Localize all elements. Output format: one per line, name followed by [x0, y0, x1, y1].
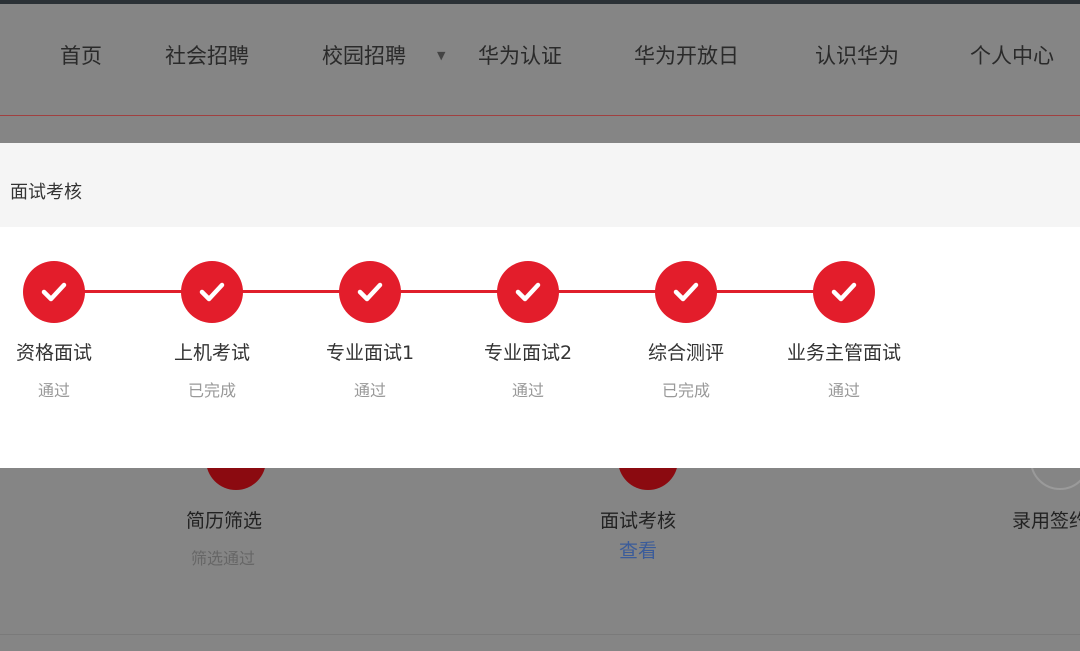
nav-social-recruit[interactable]: 社会招聘 — [165, 44, 249, 68]
progress-line — [54, 290, 844, 293]
check-icon — [655, 261, 717, 323]
nav-about[interactable]: 认识华为 — [815, 44, 899, 68]
chevron-down-icon[interactable]: ▼ — [437, 49, 446, 62]
bg-step-label: 面试考核 — [599, 510, 677, 532]
divider — [0, 634, 1080, 635]
check-icon — [181, 261, 243, 323]
main-nav: 首页 社会招聘 校园招聘 ▼ 华为认证 华为开放日 认识华为 个人中心 — [0, 38, 1080, 74]
top-bar — [0, 0, 1080, 4]
bg-step-status: 筛选通过 — [190, 549, 256, 568]
modal-title: 面试考核 — [0, 143, 1080, 227]
step-status: 已完成 — [187, 381, 237, 400]
nav-open-day[interactable]: 华为开放日 — [634, 44, 739, 68]
nav-home[interactable]: 首页 — [60, 44, 102, 68]
step-status: 已完成 — [661, 381, 711, 400]
step-label: 业务主管面试 — [786, 342, 902, 364]
check-icon — [497, 261, 559, 323]
view-link[interactable]: 查看 — [618, 540, 658, 562]
step-status: 通过 — [37, 381, 71, 400]
step-status: 通过 — [827, 381, 861, 400]
nav-personal-center[interactable]: 个人中心 — [970, 44, 1054, 68]
interview-modal: 面试考核 资格面试 通过 上机考试 已完成 专业面试1 通过 专业面试2 通过 … — [0, 143, 1080, 468]
step-label: 上机考试 — [173, 342, 251, 364]
bg-step-label: 简历筛选 — [185, 510, 263, 532]
nav-campus-recruit[interactable]: 校园招聘 — [322, 44, 406, 68]
bg-step-label: 录用签约 — [1011, 510, 1080, 532]
step-status: 通过 — [353, 381, 387, 400]
step-label: 专业面试2 — [483, 342, 573, 364]
step-label: 资格面试 — [15, 342, 93, 364]
nav-certification[interactable]: 华为认证 — [478, 44, 562, 68]
check-icon — [339, 261, 401, 323]
check-icon — [813, 261, 875, 323]
check-icon — [23, 261, 85, 323]
step-label: 专业面试1 — [325, 342, 415, 364]
step-label: 综合测评 — [647, 342, 725, 364]
step-status: 通过 — [511, 381, 545, 400]
nav-divider — [0, 115, 1080, 116]
